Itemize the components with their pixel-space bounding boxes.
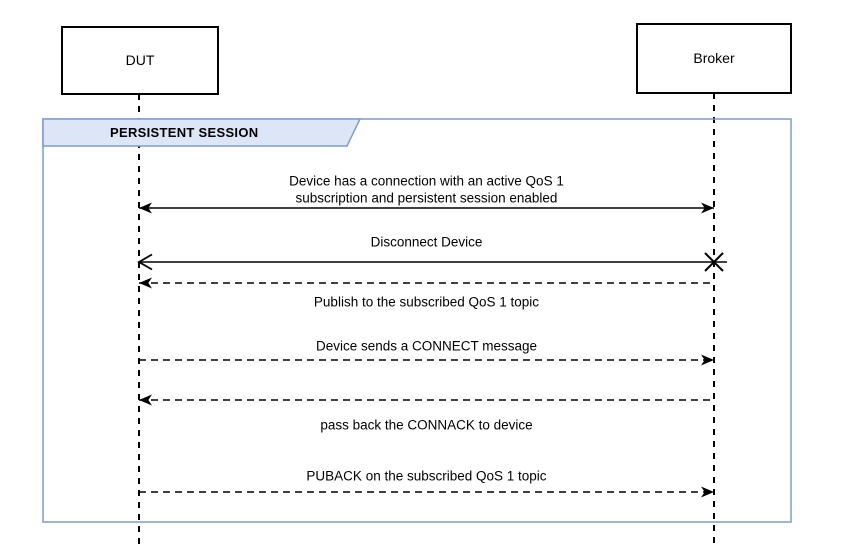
participant-label-broker: Broker — [693, 50, 735, 66]
combined-fragment: PERSISTENT SESSION — [42, 118, 792, 523]
msg-disconnect-device-destruction-x-icon — [704, 252, 724, 272]
msg-connack-label: pass back the CONNACK to device — [320, 418, 532, 433]
participants-layer: DUT Broker — [61, 23, 792, 95]
msg-publish-topic[interactable]: Publish to the subscribed QoS 1 topic — [139, 277, 714, 310]
msg-disconnect-device[interactable]: Disconnect Device — [137, 235, 727, 272]
msg-connect-label: Device sends a CONNECT message — [316, 339, 537, 354]
msg-connack-arrowhead-left — [139, 394, 152, 406]
msg-active-subscription-label: subscription and persistent session enab… — [296, 191, 558, 206]
msg-puback-label: PUBACK on the subscribed QoS 1 topic — [306, 469, 546, 484]
participant-label-dut: DUT — [126, 52, 155, 68]
fragment-border — [42, 118, 792, 523]
participant-dut[interactable]: DUT — [61, 26, 219, 95]
msg-publish-topic-arrowhead-left — [139, 277, 152, 289]
msg-active-subscription[interactable]: Device has a connection with an active Q… — [139, 174, 714, 214]
msg-connect[interactable]: Device sends a CONNECT message — [139, 339, 714, 366]
msg-active-subscription-label: Device has a connection with an active Q… — [289, 174, 564, 189]
fragment-layer: PERSISTENT SESSION — [42, 118, 792, 523]
msg-connack[interactable]: pass back the CONNACK to device — [139, 394, 714, 433]
msg-active-subscription-arrowhead-left — [139, 202, 152, 214]
msg-active-subscription-arrowhead-right — [701, 202, 714, 214]
fragment-header-tab — [42, 118, 362, 147]
lifelines-layer — [138, 93, 715, 549]
messages-layer: Device has a connection with an active Q… — [137, 174, 727, 498]
fragment-label: PERSISTENT SESSION — [110, 125, 258, 140]
participant-broker[interactable]: Broker — [636, 23, 792, 94]
msg-puback[interactable]: PUBACK on the subscribed QoS 1 topic — [139, 469, 714, 498]
msg-disconnect-device-label: Disconnect Device — [371, 235, 483, 250]
msg-connect-arrowhead-right — [701, 354, 714, 366]
msg-puback-arrowhead-right — [701, 486, 714, 498]
msg-publish-topic-label: Publish to the subscribed QoS 1 topic — [314, 295, 539, 310]
msg-disconnect-device-arrowhead-left — [137, 253, 153, 271]
participant-box-broker — [636, 23, 792, 94]
participant-box-dut — [61, 26, 219, 95]
